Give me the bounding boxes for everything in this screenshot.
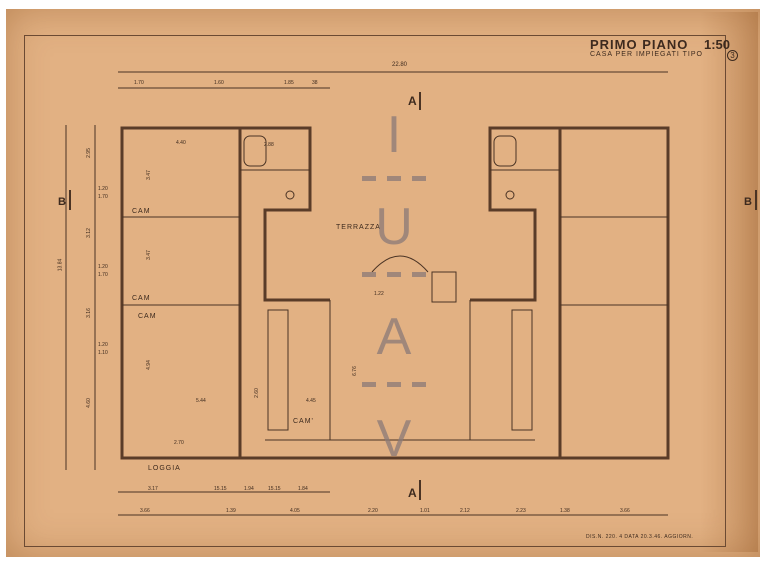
- watermark-letter: A: [377, 308, 412, 366]
- room-dim: 2.70: [174, 440, 184, 446]
- drawing-border: [24, 35, 726, 547]
- left-dim: 1.70: [98, 272, 108, 278]
- room-dim: 6.76: [351, 366, 358, 376]
- watermark-letter: V: [377, 410, 412, 464]
- right-core-wall: [470, 126, 560, 302]
- room-label-cam: CAM: [132, 208, 151, 215]
- room-dim: 4.45: [306, 398, 316, 404]
- watermark-letter: U: [375, 198, 413, 256]
- room-label-loggia: LOGGIA: [148, 465, 181, 472]
- drawing-stamp: DIS.N. 220. 4 DATA 20.3.46. AGGIORN.: [586, 534, 694, 540]
- section-mark-a-bottom: A: [408, 486, 417, 500]
- top-dim: 1.85: [284, 80, 294, 86]
- left-wing-wall: [120, 126, 242, 460]
- room-dim: 3.47: [145, 170, 152, 180]
- bottom-dim: 2.20: [368, 508, 378, 514]
- room-label-cam: CAM: [138, 313, 157, 320]
- room-dim: 4.94: [145, 360, 152, 370]
- paper-sheet: [6, 9, 760, 557]
- left-dim: 3.16: [85, 308, 92, 318]
- bathtub-right: [493, 135, 517, 167]
- top-dim: 38: [312, 80, 318, 86]
- iuav-watermark: I U A V: [362, 106, 426, 464]
- wc-left: [285, 190, 295, 200]
- left-dim: 4.60: [85, 398, 92, 408]
- paper-edge-shadow: [700, 12, 758, 552]
- left-dim: 1.20: [98, 264, 108, 270]
- bathtub-left: [243, 135, 267, 167]
- bottom-dim: 2.23: [516, 508, 526, 514]
- watermark-letter: I: [387, 106, 401, 164]
- wc-right: [505, 190, 515, 200]
- scale-label: 1:50: [704, 37, 731, 52]
- room-label-cam: CAM': [293, 418, 314, 425]
- overall-width-dim: 22.80: [392, 62, 408, 68]
- bottom-dim: 3.66: [620, 508, 630, 514]
- bottom-dim: 1.01: [420, 508, 430, 514]
- room-dim: 3.47: [145, 250, 152, 260]
- right-wing-wall: [558, 126, 670, 460]
- left-dim: 1.10: [98, 350, 108, 356]
- room-label-terrazza: TERRAZZA: [336, 224, 381, 231]
- sheet-number: 3: [727, 50, 738, 61]
- bottom-dim: 1.38: [560, 508, 570, 514]
- bottom-sub-dim: 1.84: [298, 486, 308, 492]
- left-core-wall: [240, 126, 330, 302]
- stair-left: [267, 309, 289, 431]
- top-dim: 1.70: [134, 80, 144, 86]
- room-dim: 5.44: [196, 398, 206, 404]
- bottom-dim: 3.66: [140, 508, 150, 514]
- room-dim: 1.22: [374, 291, 384, 297]
- bottom-sub-dim: 3.17: [148, 486, 158, 492]
- bottom-sub-dim: 1.94: [244, 486, 254, 492]
- sheet-subtitle: CASA PER IMPIEGATI TIPO: [590, 51, 703, 58]
- room-dim: 4.40: [176, 140, 186, 146]
- left-dim: 2.95: [85, 148, 92, 158]
- room-dim: 2.88: [264, 142, 274, 148]
- top-dim: 1.60: [214, 80, 224, 86]
- section-mark-a-top: A: [408, 94, 417, 108]
- stair-right: [511, 309, 533, 431]
- section-mark-b-left: B: [58, 196, 66, 208]
- room-dim: 2.60: [253, 388, 260, 398]
- sheet-title: PRIMO PIANO: [590, 37, 689, 52]
- left-dim: 1.20: [98, 342, 108, 348]
- bottom-sub-dim: 15.15: [268, 486, 281, 492]
- room-label-cam: CAM: [132, 295, 151, 302]
- left-dim: 1.20: [98, 186, 108, 192]
- bottom-dim: 1.39: [226, 508, 236, 514]
- section-mark-b-right: B: [744, 196, 752, 208]
- terrace-curve: [371, 255, 429, 273]
- bottom-dim: 4.05: [290, 508, 300, 514]
- stair-central: [431, 271, 457, 303]
- bottom-sub-dim: 15.15: [214, 486, 227, 492]
- left-dim: 3.12: [85, 228, 92, 238]
- bottom-dim: 2.12: [460, 508, 470, 514]
- left-dim: 1.70: [98, 194, 108, 200]
- left-total-dim: 13.84: [57, 258, 64, 272]
